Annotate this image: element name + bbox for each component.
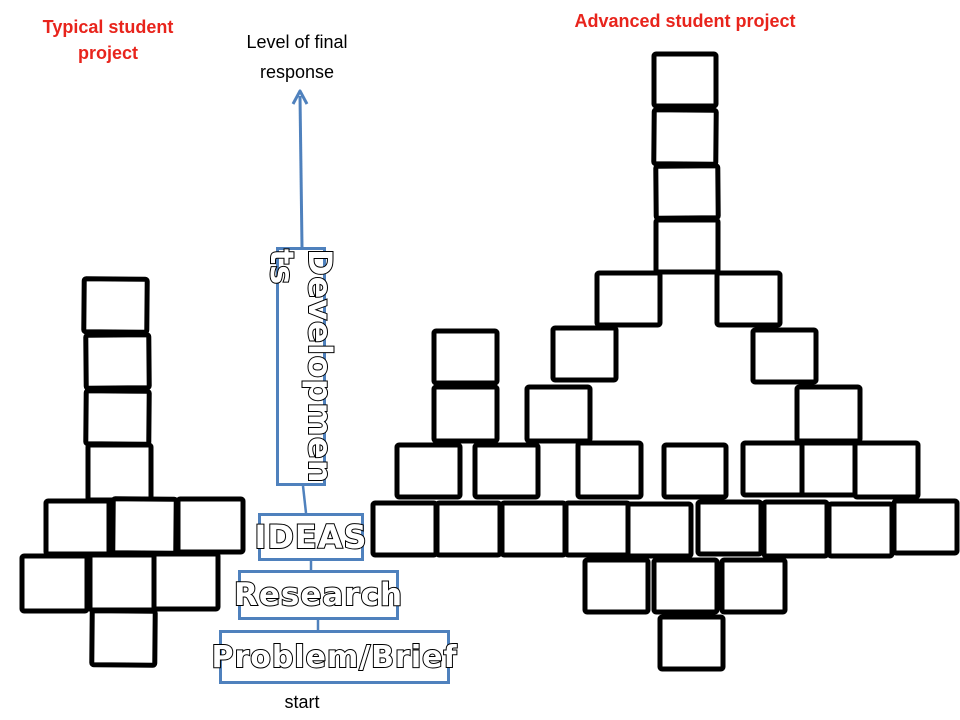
project-block (85, 442, 154, 503)
project-block (175, 496, 246, 555)
stage-developments-label: Developments (262, 248, 340, 485)
stage-connectors (301, 485, 320, 630)
advanced-project-blocks (370, 51, 960, 672)
project-block (151, 551, 221, 612)
project-block (695, 499, 764, 557)
project-block (714, 270, 783, 328)
project-block (653, 163, 721, 221)
level-of-final-response-label: Level of final response (246, 32, 348, 82)
project-block (43, 498, 112, 557)
project-block (434, 500, 503, 558)
project-block (891, 498, 960, 556)
project-block (582, 557, 651, 615)
project-block (370, 500, 439, 558)
project-block (472, 442, 541, 500)
level-arrow-shaft (298, 95, 304, 248)
stage-ideas: IDEAS (253, 513, 368, 561)
project-block (431, 384, 500, 444)
project-block (719, 557, 788, 615)
typical-project-heading: Typical student project (42, 17, 174, 63)
project-block (794, 384, 863, 444)
stage-developments: Developments (262, 247, 340, 486)
stage-problem-brief: Problem/Brief (210, 630, 458, 684)
project-block (657, 614, 726, 672)
project-block (625, 501, 694, 559)
project-block (852, 440, 921, 500)
project-block (81, 276, 150, 335)
stage-connector (301, 485, 308, 514)
project-block (799, 440, 858, 498)
project-block (83, 332, 152, 391)
project-block (83, 388, 152, 447)
level-arrow-head (291, 89, 309, 105)
project-block (524, 384, 593, 444)
project-block (651, 557, 720, 615)
project-block (653, 217, 721, 275)
project-block (394, 442, 463, 500)
project-block (750, 327, 819, 385)
stage-research: Research (233, 570, 403, 620)
stage-ideas-label: IDEAS (253, 517, 368, 557)
project-block (594, 270, 663, 328)
project-block (89, 608, 158, 668)
project-block (651, 51, 719, 109)
project-block (740, 440, 809, 498)
start-label: start (284, 692, 320, 712)
project-block (19, 553, 90, 614)
typical-project-blocks (19, 276, 246, 668)
project-block (661, 442, 729, 500)
project-block (563, 500, 632, 558)
project-block (826, 501, 895, 559)
project-block (761, 499, 830, 559)
advanced-project-heading: Advanced student project (574, 11, 796, 31)
project-block (550, 325, 619, 383)
project-block (651, 107, 719, 167)
stage-problem-brief-label: Problem/Brief (210, 639, 458, 676)
project-block (431, 328, 500, 386)
project-block (499, 500, 568, 558)
project-block (575, 440, 644, 500)
project-block (87, 552, 157, 613)
level-arrow (291, 89, 309, 248)
project-block (110, 496, 179, 556)
stage-research-label: Research (233, 576, 404, 614)
